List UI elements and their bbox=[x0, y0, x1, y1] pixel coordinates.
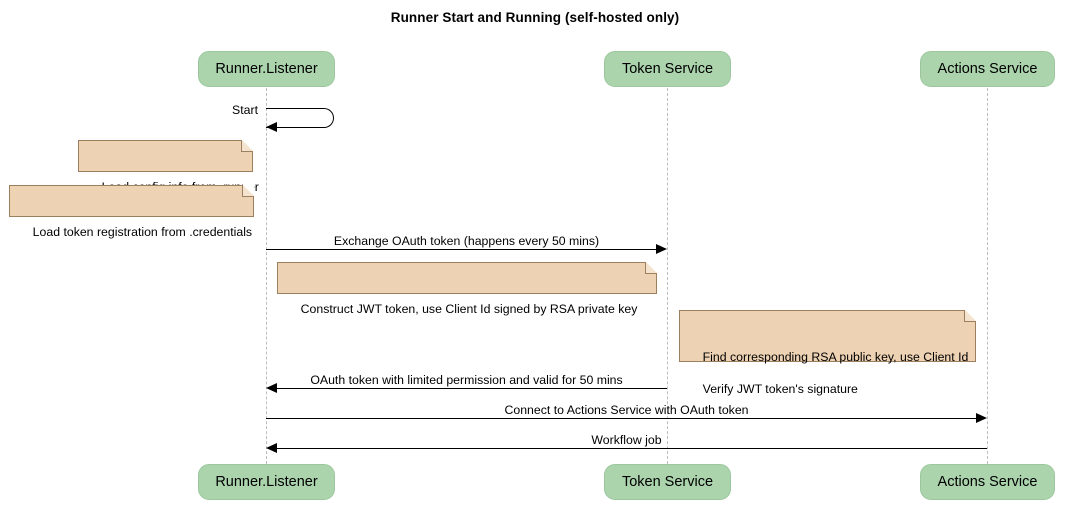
note-construct-jwt-token: Construct JWT token, use Client Id signe… bbox=[277, 261, 657, 316]
message-line-connect-actions-service bbox=[266, 418, 976, 419]
message-label-exchange-oauth-token: Exchange OAuth token (happens every 50 m… bbox=[333, 234, 600, 248]
note-dogear-icon bbox=[645, 261, 657, 274]
lifeline-runner bbox=[266, 88, 267, 464]
diagram-title: Runner Start and Running (self-hosted on… bbox=[390, 10, 680, 25]
message-line-oauth-token-returned bbox=[277, 388, 667, 389]
message-line-exchange-oauth-token bbox=[266, 249, 656, 250]
participant-label: Token Service bbox=[621, 61, 714, 77]
message-arrowhead-exchange-oauth-token bbox=[656, 244, 667, 254]
message-label-oauth-token-returned: OAuth token with limited permission and … bbox=[310, 373, 623, 387]
note-load-token-registration: Load token registration from .credential… bbox=[9, 184, 254, 239]
message-line-workflow-job bbox=[277, 448, 987, 449]
participant-token-service-top[interactable]: Token Service bbox=[604, 51, 731, 87]
message-arrowhead-oauth-token-returned bbox=[266, 383, 277, 393]
participant-runner-listener-top[interactable]: Runner.Listener bbox=[198, 51, 335, 87]
participant-token-service-bottom[interactable]: Token Service bbox=[604, 464, 731, 500]
participant-label: Actions Service bbox=[937, 61, 1038, 77]
self-message-arrowhead-start bbox=[266, 122, 277, 132]
lifeline-token bbox=[667, 88, 668, 464]
note-verify-jwt-signature: Find corresponding RSA public key, use C… bbox=[679, 309, 976, 396]
participant-runner-listener-bottom[interactable]: Runner.Listener bbox=[198, 464, 335, 500]
note-text: Construct JWT token, use Client Id signe… bbox=[300, 302, 638, 316]
message-arrowhead-connect-actions-service bbox=[976, 413, 987, 423]
note-dogear-icon bbox=[964, 309, 976, 322]
note-dogear-icon bbox=[241, 139, 253, 152]
self-message-label-start: Start bbox=[232, 103, 258, 117]
message-arrowhead-workflow-job bbox=[266, 443, 277, 453]
note-text-line-2: Verify JWT token's signature bbox=[702, 382, 858, 396]
lifeline-actions bbox=[987, 88, 988, 464]
participant-actions-service-bottom[interactable]: Actions Service bbox=[920, 464, 1055, 500]
participant-label: Runner.Listener bbox=[215, 474, 318, 490]
note-load-config: Load config info from .runner bbox=[78, 139, 259, 194]
note-text: Load token registration from .credential… bbox=[32, 225, 253, 239]
participant-label: Token Service bbox=[621, 474, 714, 490]
note-dogear-icon bbox=[242, 184, 254, 197]
participant-actions-service-top[interactable]: Actions Service bbox=[920, 51, 1055, 87]
message-label-workflow-job: Workflow job bbox=[591, 433, 662, 447]
note-text-line-1: Find corresponding RSA public key, use C… bbox=[702, 350, 969, 364]
participant-label: Actions Service bbox=[937, 474, 1038, 490]
participant-label: Runner.Listener bbox=[215, 61, 318, 77]
self-message-loop-start bbox=[266, 108, 334, 128]
message-label-connect-actions-service: Connect to Actions Service with OAuth to… bbox=[504, 403, 749, 417]
